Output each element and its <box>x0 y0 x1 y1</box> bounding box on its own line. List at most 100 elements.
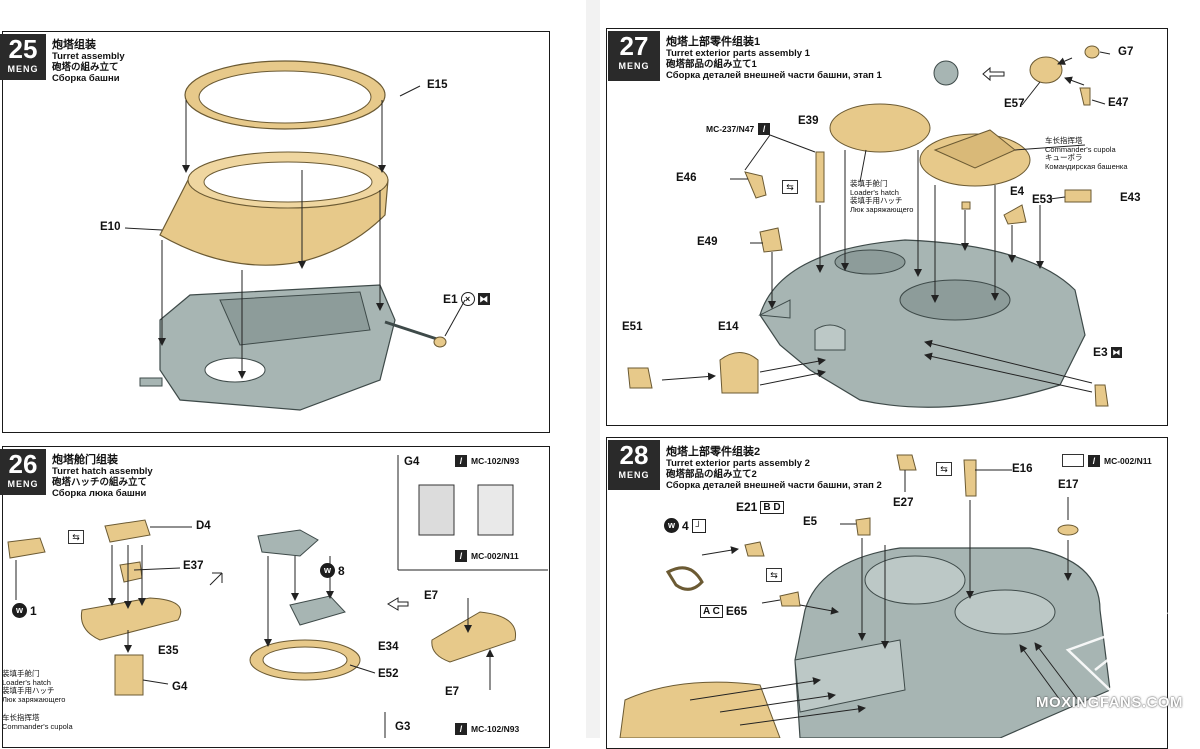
caption-line: Commander's cupola <box>2 721 73 731</box>
label-e7-bottom: E7 <box>445 686 460 698</box>
label-g4-box: G4 <box>404 456 420 468</box>
glue-count-8: 8 <box>338 563 345 578</box>
step-26-title-ru: Сборка люка башни <box>52 488 147 499</box>
paint-mc102-b: / MC-102/N93 <box>455 723 519 735</box>
step-25-num: 25 <box>8 34 38 64</box>
label-e46: E46 <box>676 172 697 184</box>
label-e14: E14 <box>718 321 739 333</box>
loader-hatch-caption-27: 装填手舱门 Loader's hatch 装填手用ハッチ Люк заряжаю… <box>850 179 914 214</box>
commander-cupola-caption-26: 车长指挥塔 Commander's cupola <box>2 713 73 731</box>
turret-body-step27 <box>758 239 1086 408</box>
glue-count-4: 4 <box>682 518 689 533</box>
label-g7: G7 <box>1118 46 1134 58</box>
glue-mark-4: w 4 ┘ <box>664 518 706 533</box>
watermark-text: MOXINGFANS.COM <box>1036 694 1184 711</box>
turret-body-step25 <box>139 284 447 411</box>
step-28-title-ru: Сборка деталей внешней части башни, этап… <box>666 480 882 491</box>
glue-mark-8: w 8 <box>320 563 345 578</box>
step-25-title-ru: Сборка башни <box>52 73 120 84</box>
page-gutter <box>586 0 600 738</box>
rotate-icon: ⧓ <box>477 293 490 305</box>
label-e7-top: E7 <box>424 590 439 602</box>
loader-hatch-caption-26: 装填手舱门 Loader's hatch 装填手用ハッチ Люк заряжаю… <box>2 669 66 704</box>
step-25-title-ja: 砲塔の組み立て <box>52 62 119 73</box>
step-27-num: 27 <box>619 31 649 61</box>
paint-brush-icon: / <box>455 455 467 467</box>
label-e65-group: A C E65 <box>700 604 747 618</box>
label-e16: E16 <box>1012 463 1033 475</box>
step-25-title-block: 炮塔组装 Turret assembly 砲塔の組み立て Сборка башн… <box>52 39 125 85</box>
glue-icon: w <box>12 603 27 618</box>
glue-icon: w <box>320 563 335 578</box>
label-e10: E10 <box>100 221 121 233</box>
caption-line: 装填手舱门 <box>2 669 40 678</box>
label-e34: E34 <box>378 641 399 653</box>
label-d4: D4 <box>196 520 211 532</box>
paint-mc002-28: / MC-002/N11 <box>1062 454 1152 467</box>
step-27-title-block: 炮塔上部零件组装1 Turret exterior parts assembly… <box>666 37 882 82</box>
glue-icon: w <box>664 518 679 533</box>
swap-icon-28b: ⇆ <box>766 568 782 582</box>
caption-line: Люк заряжающего <box>2 694 66 704</box>
label-e39: E39 <box>798 115 819 127</box>
caption-line: 装填手用ハッチ <box>2 686 55 695</box>
rotate-icon: ⧓ <box>1110 346 1122 358</box>
step-26-title-zh: 炮塔舱门组装 <box>52 454 118 466</box>
label-e3-group: E3 ⧓ <box>1093 345 1122 359</box>
watermark-plane <box>1065 612 1169 692</box>
step-28-title-zh: 炮塔上部零件组装2 <box>666 446 761 458</box>
glue-count-1: 1 <box>30 603 37 618</box>
paint-mc002: / MC-002/N11 <box>455 550 519 562</box>
paint-mc102: / MC-102/N93 <box>455 455 519 467</box>
label-e5: E5 <box>803 516 818 528</box>
turret-skirt-e10 <box>159 151 389 266</box>
loader-hatch-27 <box>829 103 931 153</box>
caption-line: Commander's cupola <box>1045 144 1116 154</box>
step-28-num: 28 <box>619 440 649 470</box>
step-28-title-en: Turret exterior parts assembly 2 <box>666 458 810 469</box>
label-e17: E17 <box>1058 479 1079 491</box>
turret-body-step28 <box>619 547 1111 738</box>
bend-icon: ┘ <box>691 518 706 533</box>
label-e1-group: E1 × ⧓ <box>443 292 490 306</box>
paint-mc237: MC-237/N47 / <box>706 123 771 135</box>
step-25-number: 25 MENG <box>0 34 46 80</box>
label-e21-options: B D <box>760 500 784 514</box>
commander-cupola-27 <box>919 129 1031 187</box>
label-e4: E4 <box>1010 186 1025 198</box>
caption-line: Loader's hatch <box>2 677 51 687</box>
step-28-brand: MENG <box>618 470 650 480</box>
label-e3: E3 <box>1093 345 1108 359</box>
caption-line: 车长指挥塔 <box>2 713 40 722</box>
label-e15: E15 <box>427 79 448 91</box>
label-e57: E57 <box>1004 98 1025 110</box>
label-e53: E53 <box>1032 194 1053 206</box>
paint-brush-icon: / <box>758 123 771 135</box>
step-25-brand: MENG <box>7 64 39 74</box>
label-e65-options: A C <box>700 604 723 618</box>
caption-line: Люк заряжающего <box>850 204 914 214</box>
step-27-number: 27 MENG <box>608 31 660 81</box>
step-28-title-block: 炮塔上部零件组装2 Turret exterior parts assembly… <box>666 446 882 492</box>
paint-brush-icon: / <box>455 723 467 735</box>
caption-line: 装填手用ハッチ <box>850 196 903 205</box>
paint-brush-icon: / <box>1088 454 1100 467</box>
label-g4: G4 <box>172 681 188 693</box>
swap-icon-27: ⇆ <box>782 180 798 194</box>
step-26-title-ja: 砲塔ハッチの組み立て <box>52 477 148 488</box>
paint-mc002-code: MC-002/N11 <box>471 551 519 561</box>
glue-mark-1: w 1 <box>12 603 37 618</box>
label-e47: E47 <box>1108 97 1129 109</box>
paint-brush-icon: / <box>455 550 467 562</box>
paint-mc102b-code: MC-102/N93 <box>471 724 520 734</box>
hatch-parts-step26 <box>7 484 517 696</box>
swap-icon-28a: ⇆ <box>936 462 952 476</box>
label-e51: E51 <box>622 321 643 333</box>
step-25-title-zh: 炮塔组装 <box>52 39 96 51</box>
commander-cupola-caption-27: 车长指挥塔 Commander's cupola キューポラ Командирс… <box>1045 136 1128 171</box>
caption-line: Loader's hatch <box>850 187 899 197</box>
step-27-title-en: Turret exterior parts assembly 1 <box>666 48 810 59</box>
label-e43: E43 <box>1120 192 1141 204</box>
small-parts-27 <box>627 45 1109 407</box>
